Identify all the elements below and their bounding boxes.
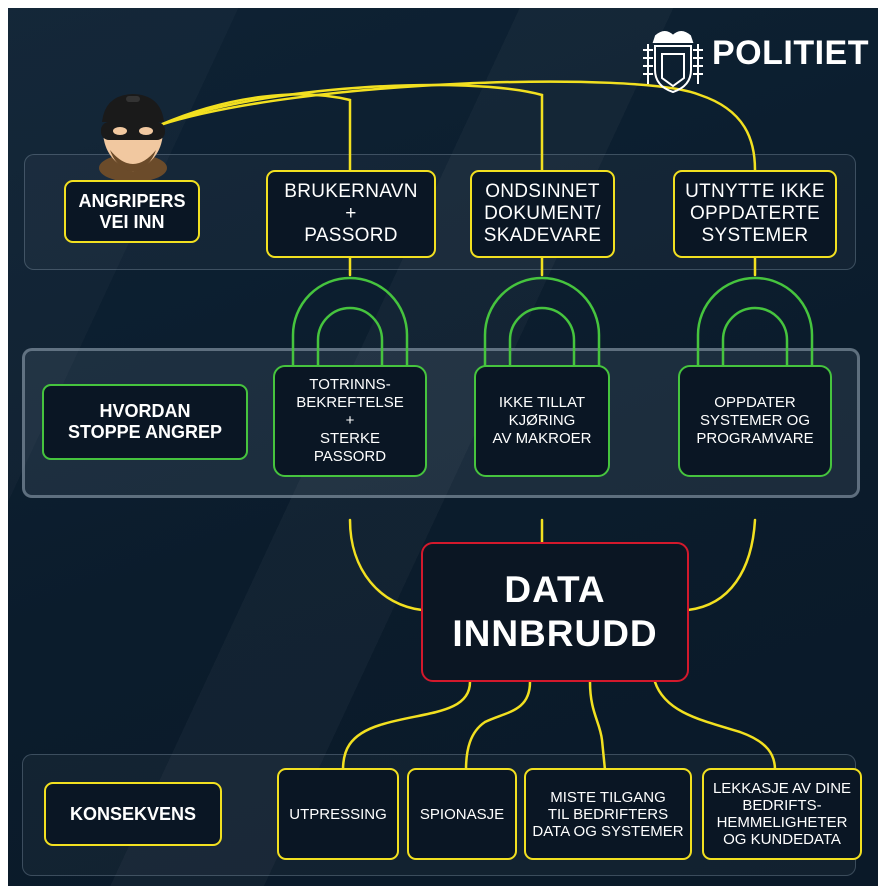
brand-name: POLITIET xyxy=(712,34,869,72)
consequence-data-leak: LEKKASJE AV DINE BEDRIFTS- HEMMELIGHETER… xyxy=(702,768,862,860)
lock-macros: IKKE TILLAT KJØRING AV MAKROER xyxy=(474,365,610,477)
vector-unpatched-systems: UTNYTTE IKKE OPPDATERTE SYSTEMER xyxy=(673,170,837,258)
lock-mfa: TOTRINNS- BEKREFTELSE + STERKE PASSORD xyxy=(273,365,427,477)
consequence-extortion: UTPRESSING xyxy=(277,768,399,860)
vector-credentials: BRUKERNAVN + PASSORD xyxy=(266,170,436,258)
defense-label: HVORDAN STOPPE ANGREP xyxy=(42,384,248,460)
consequence-label: KONSEKVENS xyxy=(44,782,222,846)
consequence-espionage: SPIONASJE xyxy=(407,768,517,860)
data-breach-box: DATA INNBRUDD xyxy=(421,542,689,682)
vector-malware: ONDSINNET DOKUMENT/ SKADEVARE xyxy=(470,170,615,258)
attack-band xyxy=(24,154,856,270)
lock-updates: OPPDATER SYSTEMER OG PROGRAMVARE xyxy=(678,365,832,477)
attack-path-label: ANGRIPERS VEI INN xyxy=(64,180,200,243)
consequence-lost-access: MISTE TILGANG TIL BEDRIFTERS DATA OG SYS… xyxy=(524,768,692,860)
